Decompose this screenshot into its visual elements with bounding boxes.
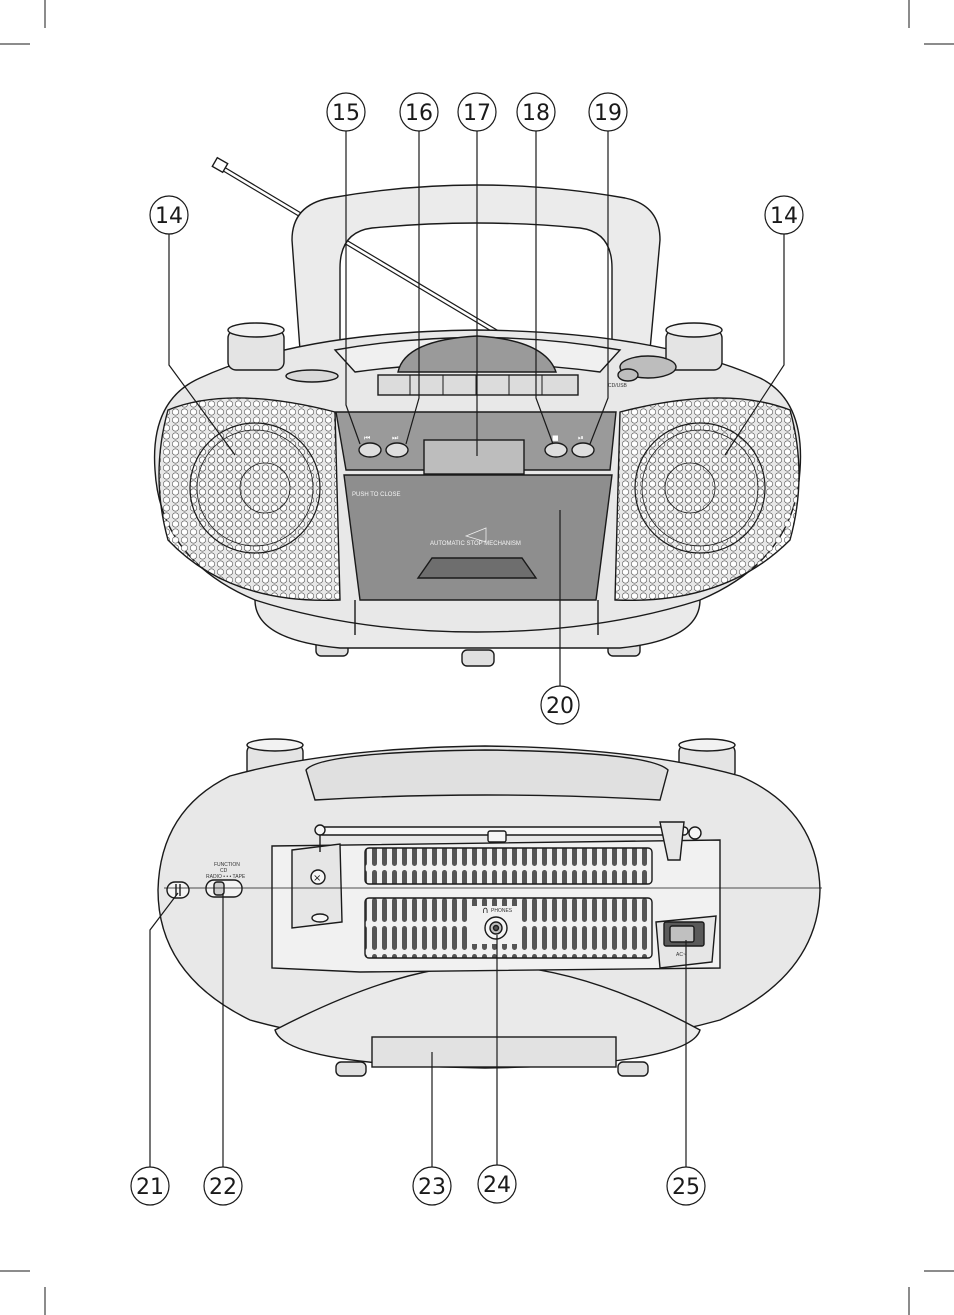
svg-text:⏯: ⏯ [578, 434, 584, 442]
svg-text:23: 23 [418, 1175, 446, 1200]
svg-text:14: 14 [155, 204, 183, 229]
svg-text:18: 18 [522, 101, 550, 126]
phones-label: PHONES [491, 908, 513, 914]
headphones-icon: ∩ [482, 906, 489, 916]
svg-text:14: 14 [770, 204, 798, 229]
prev-button[interactable] [359, 443, 381, 457]
svg-text:19: 19 [594, 101, 622, 126]
callout-17: 17 [458, 93, 496, 131]
phones-jack[interactable] [485, 917, 507, 939]
callout-25: 25 [667, 1167, 705, 1205]
svg-text:17: 17 [463, 101, 491, 126]
callout-22: 22 [204, 1167, 242, 1205]
callout-14-right: 14 [765, 196, 803, 234]
ac-label: AC~ [676, 952, 686, 958]
callout-19: 19 [589, 93, 627, 131]
battery-door[interactable] [372, 1037, 616, 1067]
carry-handle [292, 185, 660, 350]
play-pause-button[interactable] [572, 443, 594, 457]
switch-21[interactable] [167, 882, 189, 898]
tape-keys[interactable] [378, 375, 578, 395]
svg-text:22: 22 [209, 1175, 237, 1200]
lcd-display [424, 440, 524, 474]
stop-button[interactable] [545, 443, 567, 457]
svg-text:16: 16 [405, 101, 433, 126]
push-to-close-label: PUSH TO CLOSE [352, 492, 400, 498]
svg-text:25: 25 [672, 1175, 700, 1200]
svg-text:×: × [313, 873, 321, 884]
rear-vent-top [365, 848, 652, 884]
svg-text:⏮: ⏮ [364, 434, 370, 442]
svg-text:■: ■ [552, 434, 559, 442]
callout-18: 18 [517, 93, 555, 131]
cd-ir-label: CD/USB [608, 383, 628, 389]
svg-text:21: 21 [136, 1175, 164, 1200]
function-modes: RADIO • • • TAPE [206, 874, 246, 880]
svg-text:20: 20 [546, 694, 574, 719]
svg-text:⏭: ⏭ [392, 434, 399, 442]
svg-text:24: 24 [483, 1173, 511, 1198]
function-switch[interactable] [206, 880, 242, 897]
left-knob[interactable] [228, 323, 284, 370]
callout-16: 16 [400, 93, 438, 131]
svg-text:15: 15 [332, 101, 360, 126]
callout-21: 21 [131, 1167, 169, 1205]
auto-stop-label: AUTOMATIC STOP MECHANISM [430, 541, 521, 547]
ac-socket[interactable] [664, 922, 704, 946]
back-view: × ∩ PHONES AC~ FUNCTION CD RADIO • • • T… [158, 739, 822, 1076]
callout-14-left: 14 [150, 196, 188, 234]
callout-23: 23 [413, 1167, 451, 1205]
next-button[interactable] [386, 443, 408, 457]
callout-15: 15 [327, 93, 365, 131]
callout-24: 24 [478, 1165, 516, 1203]
callout-20: 20 [541, 686, 579, 724]
